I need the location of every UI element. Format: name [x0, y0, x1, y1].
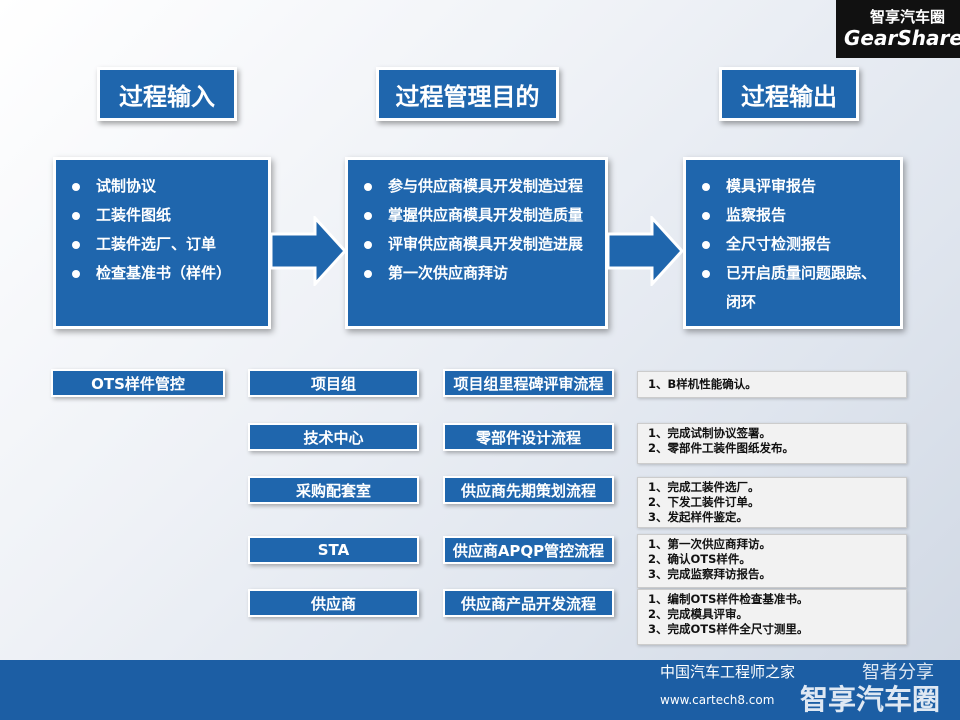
dept-label: 技术中心: [248, 423, 419, 451]
watermark-text: 中国汽车工程师之家: [660, 663, 796, 681]
output-item: 全尺寸检测报告: [696, 230, 890, 259]
output-box: 模具评审报告 监察报告 全尺寸检测报告 已开启质量问题跟踪、闭环: [683, 157, 903, 329]
purpose-item: 掌握供应商模具开发制造质量: [358, 201, 595, 230]
process-label: 项目组里程碑评审流程: [443, 369, 614, 397]
purpose-item: 评审供应商模具开发制造进展: [358, 230, 595, 259]
note-line: 1、完成工装件选厂。: [648, 480, 760, 494]
note-line: 3、完成OTS样件全尺寸测里。: [648, 622, 809, 636]
header-process-input: 过程输入: [97, 67, 237, 121]
note-box: 1、编制OTS样件检查基准书。2、完成模具评审。3、完成OTS样件全尺寸测里。: [637, 589, 907, 645]
header-process-purpose: 过程管理目的: [376, 67, 559, 121]
note-box: 1、B样机性能确认。: [637, 371, 907, 398]
output-item: 监察报告: [696, 201, 890, 230]
note-line: 3、完成监察拜访报告。: [648, 567, 772, 581]
footer-bar: [0, 660, 960, 720]
note-line: 2、零部件工装件图纸发布。: [648, 441, 795, 455]
input-item: 工装件选厂、订单: [66, 230, 258, 259]
purpose-item: 参与供应商模具开发制造过程: [358, 172, 595, 201]
purpose-box: 参与供应商模具开发制造过程 掌握供应商模具开发制造质量 评审供应商模具开发制造进…: [345, 157, 608, 329]
watermark-text: 智者分享: [862, 662, 934, 683]
ots-label: OTS样件管控: [51, 369, 225, 397]
note-box: 1、完成工装件选厂。2、下发工装件订单。3、发起样件鉴定。: [637, 477, 907, 528]
input-item: 检查基准书（样件）: [66, 259, 258, 288]
process-label: 供应商APQP管控流程: [443, 536, 614, 564]
note-box: 1、完成试制协议签署。2、零部件工装件图纸发布。: [637, 423, 907, 464]
note-line: 1、第一次供应商拜访。: [648, 537, 772, 551]
note-line: 1、编制OTS样件检查基准书。: [648, 592, 809, 606]
process-label: 供应商先期策划流程: [443, 476, 614, 504]
logo-brand: GearShare: [844, 26, 960, 50]
arrow-right-icon: [271, 216, 347, 286]
arrow-right-icon: [608, 216, 684, 286]
dept-label: STA: [248, 536, 419, 564]
logo: 智享汽车圈 GearShare: [836, 0, 960, 58]
note-box: 1、第一次供应商拜访。2、确认OTS样件。3、完成监察拜访报告。: [637, 534, 907, 588]
process-label: 零部件设计流程: [443, 423, 614, 451]
purpose-item: 第一次供应商拜访: [358, 259, 595, 288]
logo-text: 智享汽车圈: [870, 8, 946, 26]
note-line: 2、下发工装件订单。: [648, 495, 760, 509]
header-process-output: 过程输出: [719, 67, 859, 121]
note-line: 1、B样机性能确认。: [648, 377, 757, 391]
input-item: 试制协议: [66, 172, 258, 201]
watermark-text: www.cartech8.com: [660, 693, 775, 707]
note-line: 2、确认OTS样件。: [648, 552, 751, 566]
note-line: 2、完成模具评审。: [648, 607, 749, 621]
output-item: 已开启质量问题跟踪、闭环: [696, 259, 890, 317]
input-item: 工装件图纸: [66, 201, 258, 230]
dept-label: 供应商: [248, 589, 419, 617]
watermark-text: 智享汽车圈: [800, 683, 941, 716]
process-label: 供应商产品开发流程: [443, 589, 614, 617]
note-line: 3、发起样件鉴定。: [648, 510, 749, 524]
output-item: 模具评审报告: [696, 172, 890, 201]
input-box: 试制协议 工装件图纸 工装件选厂、订单 检查基准书（样件）: [53, 157, 271, 329]
dept-label: 项目组: [248, 369, 419, 397]
dept-label: 采购配套室: [248, 476, 419, 504]
note-line: 1、完成试制协议签署。: [648, 426, 772, 440]
